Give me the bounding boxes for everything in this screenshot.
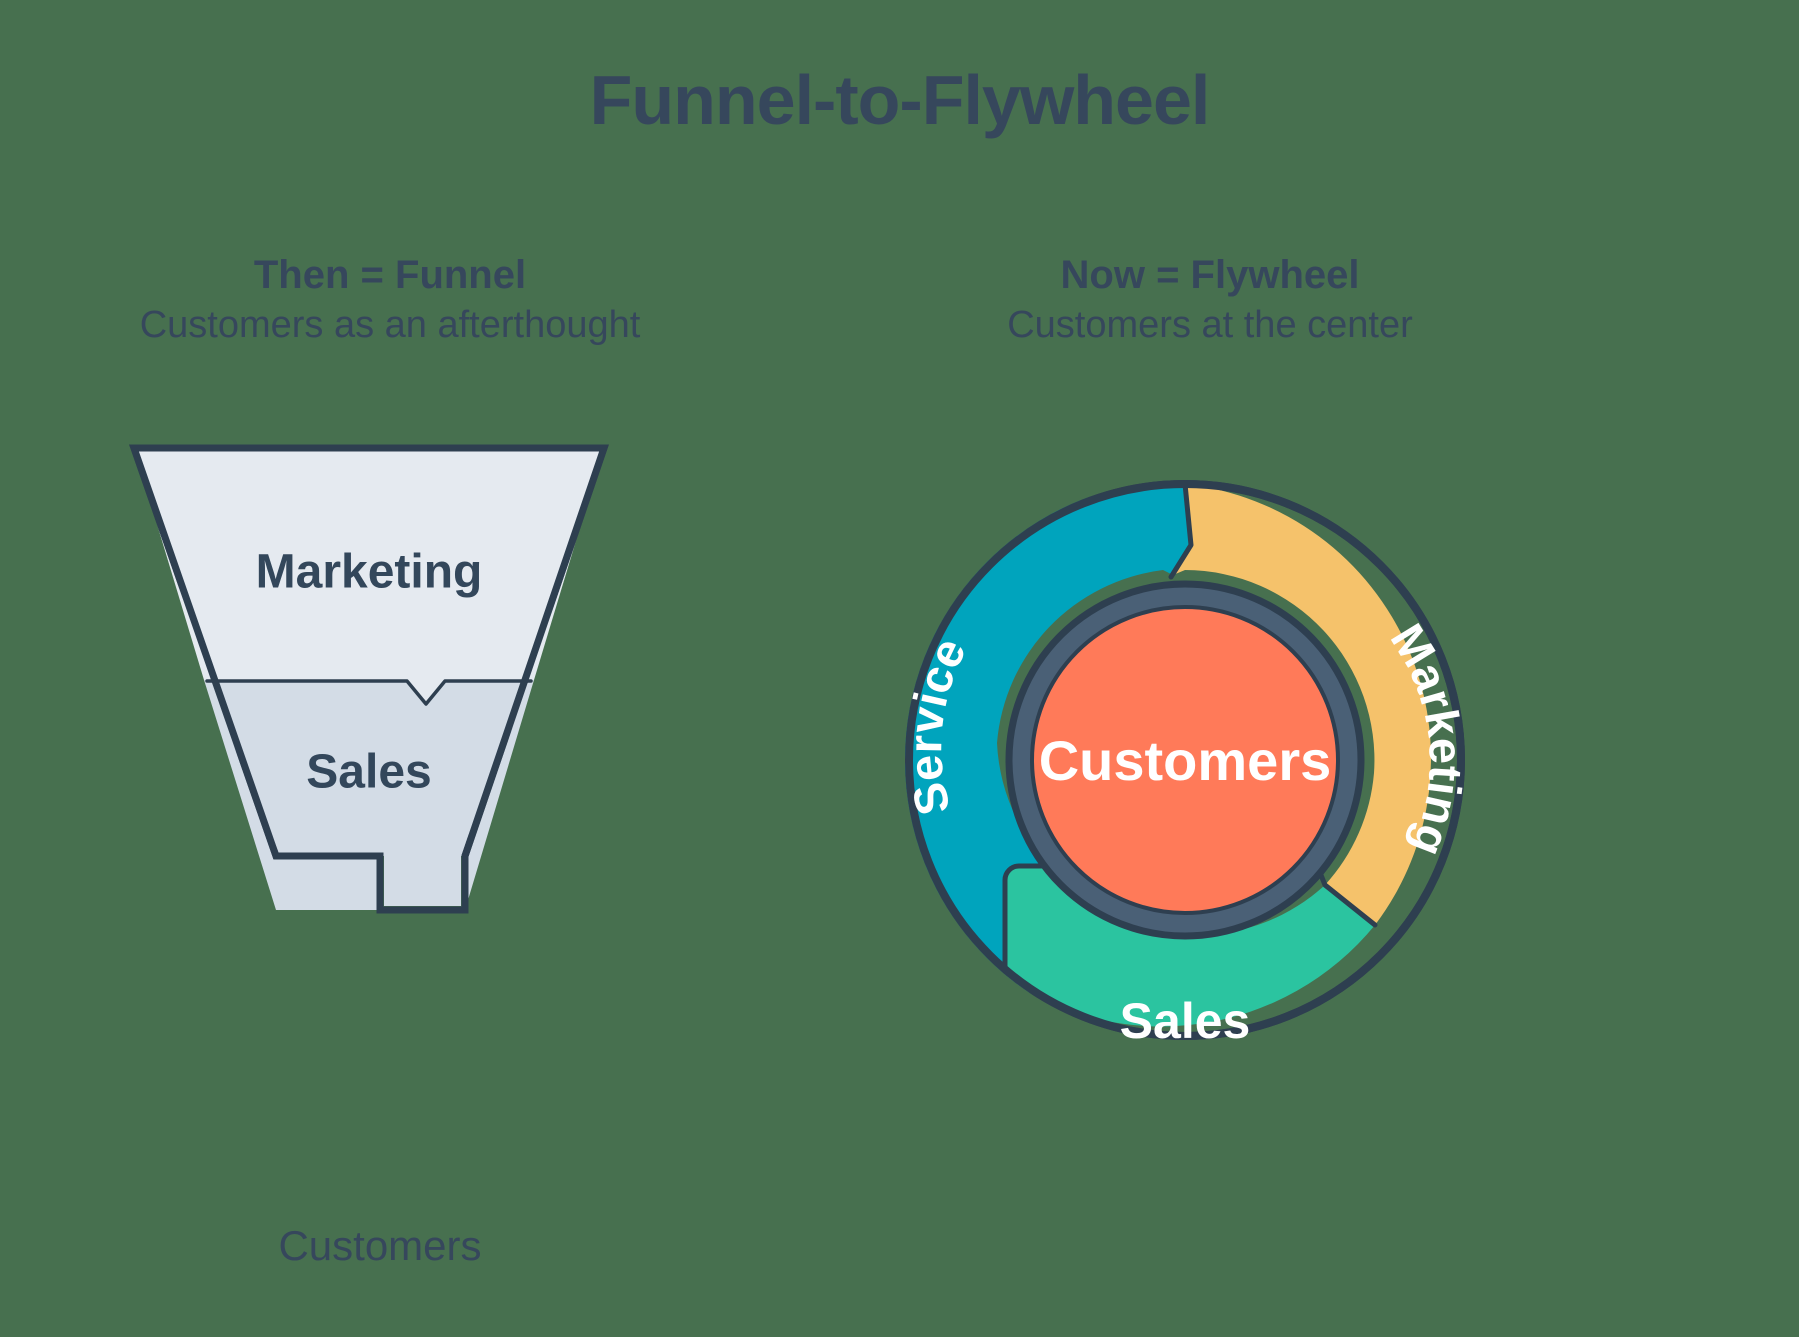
flywheel-column-heading: Now = Flywheel Customers at the center [900, 252, 1520, 348]
flywheel-hub-label: Customers [1039, 729, 1332, 792]
funnel-label-sales: Sales [306, 746, 431, 799]
flywheel-label-sales: Sales [1120, 993, 1251, 1049]
flywheel-segment-sales [1005, 866, 1375, 1027]
page-title: Funnel-to-Flywheel [589, 61, 1211, 139]
funnel-divider [205, 679, 533, 706]
funnel-label-marketing: Marketing [256, 546, 483, 599]
funnel-column-heading: Then = Funnel Customers as an afterthoug… [30, 252, 750, 348]
flywheel-segment-marketing [1173, 484, 1431, 925]
flywheel-heading: Now = Flywheel [1060, 253, 1360, 297]
flywheel-divider-service-marketing [1168, 481, 1194, 580]
funnel-diagram: Marketing Sales [129, 444, 609, 914]
funnel-customers-caption: Customers [278, 1222, 482, 1269]
flywheel-outer-outline [905, 480, 1465, 1040]
flywheel-divider-marketing-sales [1318, 872, 1378, 928]
flywheel-diagram: Service Marketing Sales Customers [898, 480, 1473, 1049]
funnel-body-fill-marketing [138, 452, 600, 703]
flywheel-segment-service-body [905, 483, 1191, 978]
funnel-subheading: Customers as an afterthought [139, 304, 641, 346]
funnel-heading: Then = Funnel [253, 253, 527, 297]
flywheel-subheading: Customers at the center [1007, 304, 1413, 346]
flywheel-hub-core [1030, 605, 1340, 915]
funnel-body-fill-sales [207, 683, 531, 906]
funnel-outline-overlay [129, 444, 609, 914]
